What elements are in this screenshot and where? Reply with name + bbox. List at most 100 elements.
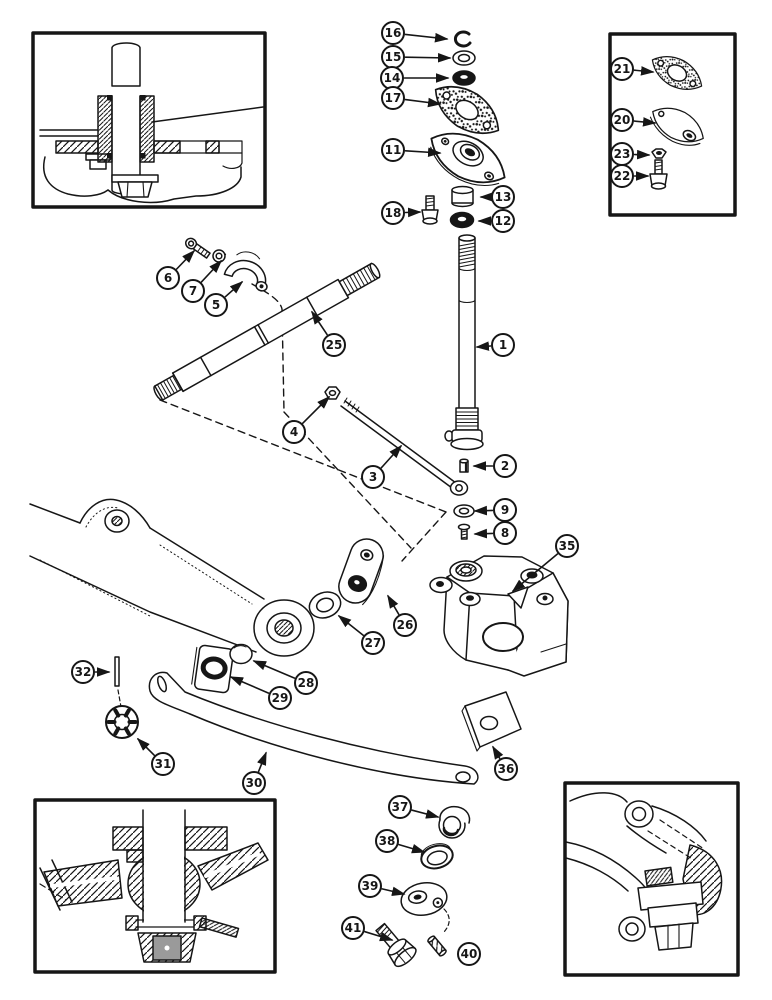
callout-number: 38 — [379, 834, 396, 848]
part-37-bushing — [438, 805, 471, 839]
callout-14: 14 — [380, 66, 450, 90]
callout-number: 37 — [392, 800, 409, 814]
callout-number: 22 — [614, 169, 631, 183]
leader-line — [411, 809, 440, 819]
callout-circle — [375, 829, 399, 853]
callout-number: 23 — [614, 147, 631, 161]
part-23-nut — [651, 148, 667, 159]
part-7-lock-washer — [212, 249, 227, 263]
leader-line — [380, 444, 403, 469]
part-25-pivot-shaft — [153, 262, 381, 401]
part-30-tie-bar — [148, 671, 479, 785]
part-28-ball — [229, 643, 253, 665]
callout-circle — [610, 164, 634, 188]
leader-line — [511, 553, 559, 593]
callout-3: 3 — [361, 444, 403, 489]
callout-circle — [491, 209, 515, 233]
callout-circle — [358, 874, 382, 898]
leader-line — [136, 737, 155, 757]
callout-number: 12 — [495, 214, 512, 228]
leader-line — [492, 745, 504, 760]
callout-number: 8 — [501, 526, 509, 540]
callout-15: 15 — [381, 45, 452, 69]
callout-number: 16 — [385, 26, 402, 40]
callout-number: 11 — [385, 143, 402, 157]
callout-7: 7 — [181, 259, 223, 303]
part-3-steering-rod — [340, 397, 469, 496]
callout-number: 31 — [155, 757, 172, 771]
callout-circle — [381, 86, 405, 110]
callout-number: 1 — [499, 338, 507, 352]
callout-number: 20 — [614, 113, 631, 127]
part-21-gasket — [645, 46, 709, 100]
callout-number: 40 — [461, 947, 478, 961]
part-11-bearing-flange — [420, 119, 516, 197]
pin-alignment-dash — [442, 908, 450, 934]
leader-line — [473, 528, 494, 539]
callout-circle — [610, 57, 634, 81]
part-27-washer — [308, 591, 342, 619]
part-41-bolt — [375, 922, 417, 968]
callout-36: 36 — [492, 745, 518, 781]
callout-23: 23 — [610, 142, 651, 166]
callout-28: 28 — [252, 660, 318, 695]
part-16-snap-ring — [453, 30, 472, 48]
callout-41: 41 — [341, 916, 394, 942]
callout-circle — [493, 454, 517, 478]
leader-line — [404, 32, 449, 43]
axle-arm-outline — [29, 498, 315, 657]
leader-line — [224, 280, 244, 298]
callout-number: 26 — [397, 618, 414, 632]
part-12-seal — [449, 211, 475, 229]
callout-circle — [341, 916, 365, 940]
callout-number: 6 — [164, 271, 172, 285]
callout-circle — [204, 293, 228, 317]
callout-number: 28 — [298, 676, 315, 690]
callout-number: 7 — [189, 284, 197, 298]
callout-number: 15 — [385, 50, 402, 64]
callout-5: 5 — [204, 280, 244, 317]
part-8-bolt — [457, 523, 471, 540]
callout-circle — [381, 21, 405, 45]
part-22-bolt — [649, 159, 668, 190]
callout-20: 20 — [610, 108, 657, 132]
part-35-support-bracket — [429, 555, 569, 677]
callout-40: 40 — [457, 942, 481, 966]
callout-circle — [71, 660, 95, 684]
callout-circle — [491, 333, 515, 357]
leader-line — [229, 676, 270, 694]
callout-9: 9 — [473, 498, 517, 522]
callout-number: 17 — [385, 91, 402, 105]
callout-16: 16 — [381, 21, 449, 45]
callout-6: 6 — [156, 249, 196, 290]
leader-line — [473, 505, 494, 516]
leader-line — [381, 886, 406, 896]
inset-kingpin-section — [33, 798, 277, 974]
leader-line — [337, 615, 365, 637]
callout-circle — [294, 671, 318, 695]
callout-number: 21 — [614, 62, 631, 76]
leader-line — [398, 843, 426, 854]
callout-13: 13 — [479, 185, 515, 209]
callout-number: 36 — [498, 762, 515, 776]
callout-circle — [361, 465, 385, 489]
callout-circle — [381, 201, 405, 225]
callout-circle — [393, 613, 417, 637]
part-14-seal — [452, 70, 476, 86]
callout-4: 4 — [282, 395, 331, 444]
callout-number: 9 — [501, 503, 509, 517]
callout-circle — [457, 942, 481, 966]
callout-circle — [491, 185, 515, 209]
callout-2: 2 — [472, 454, 517, 478]
part-39-collar — [400, 881, 448, 917]
callout-circle — [494, 757, 518, 781]
callout-number: 41 — [345, 921, 362, 935]
leader-line — [301, 395, 331, 425]
callout-8: 8 — [473, 521, 517, 545]
callout-number: 5 — [212, 298, 220, 312]
part-4-nut — [324, 386, 341, 400]
leader-line — [175, 249, 196, 270]
inset-spindle-section-top — [31, 31, 267, 209]
